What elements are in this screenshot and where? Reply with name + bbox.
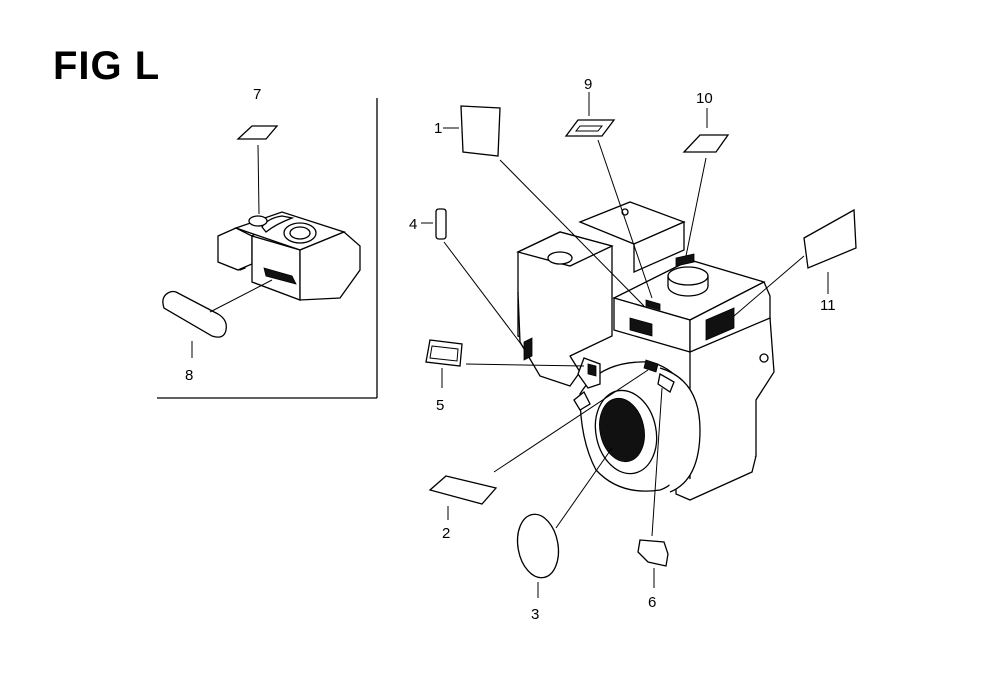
label-part-3 [516, 513, 560, 579]
label-part-6 [637, 539, 669, 567]
part-5-group: 5 [425, 339, 585, 414]
part-2-group: 2 [428, 369, 649, 542]
leader-line-2a [493, 369, 649, 473]
callout-5: 5 [436, 397, 444, 414]
leader-line-11a [733, 255, 805, 317]
part-1-group: 1 [434, 105, 645, 307]
callout-11: 11 [820, 297, 836, 314]
inset-panel: 7 8 [157, 86, 378, 399]
label-part-1 [460, 105, 501, 157]
leader-line-4b [443, 241, 525, 349]
part-6-group: 6 [637, 387, 669, 611]
label-part-11 [803, 208, 857, 269]
callout-1: 1 [434, 120, 442, 137]
label-part-4 [435, 208, 447, 240]
leader-line-8 [209, 279, 273, 313]
callout-3: 3 [531, 606, 539, 623]
callout-8: 8 [185, 367, 193, 384]
leader-line-7 [257, 144, 260, 215]
callout-2: 2 [442, 525, 450, 542]
leader-line-10b [685, 157, 707, 257]
part-11-group: 11 [733, 208, 857, 317]
callout-10: 10 [696, 90, 713, 107]
leader-line-5a [465, 363, 585, 367]
part-4-group: 4 [409, 208, 525, 349]
label-part-2 [428, 475, 498, 505]
part-10-group: 10 [682, 90, 730, 257]
callout-7: 7 [253, 86, 261, 103]
leader-line-6a [651, 387, 663, 537]
callout-6: 6 [648, 594, 656, 611]
callout-9: 9 [584, 76, 592, 93]
callout-4: 4 [409, 216, 417, 233]
label-part-7 [236, 125, 279, 140]
label-part-5 [425, 339, 463, 367]
label-part-8 [162, 290, 227, 338]
label-part-9 [564, 119, 616, 137]
part-9-group: 9 [564, 76, 653, 299]
engine-assembly [516, 201, 775, 501]
part-3-group: 3 [516, 447, 613, 623]
leader-line-9b [597, 139, 653, 299]
label-part-10 [682, 134, 730, 153]
figure-title: FIG L [53, 44, 161, 88]
leader-line-3a [555, 447, 613, 529]
inset-fuel-tank [217, 211, 361, 301]
leader-line-1b [499, 159, 645, 307]
